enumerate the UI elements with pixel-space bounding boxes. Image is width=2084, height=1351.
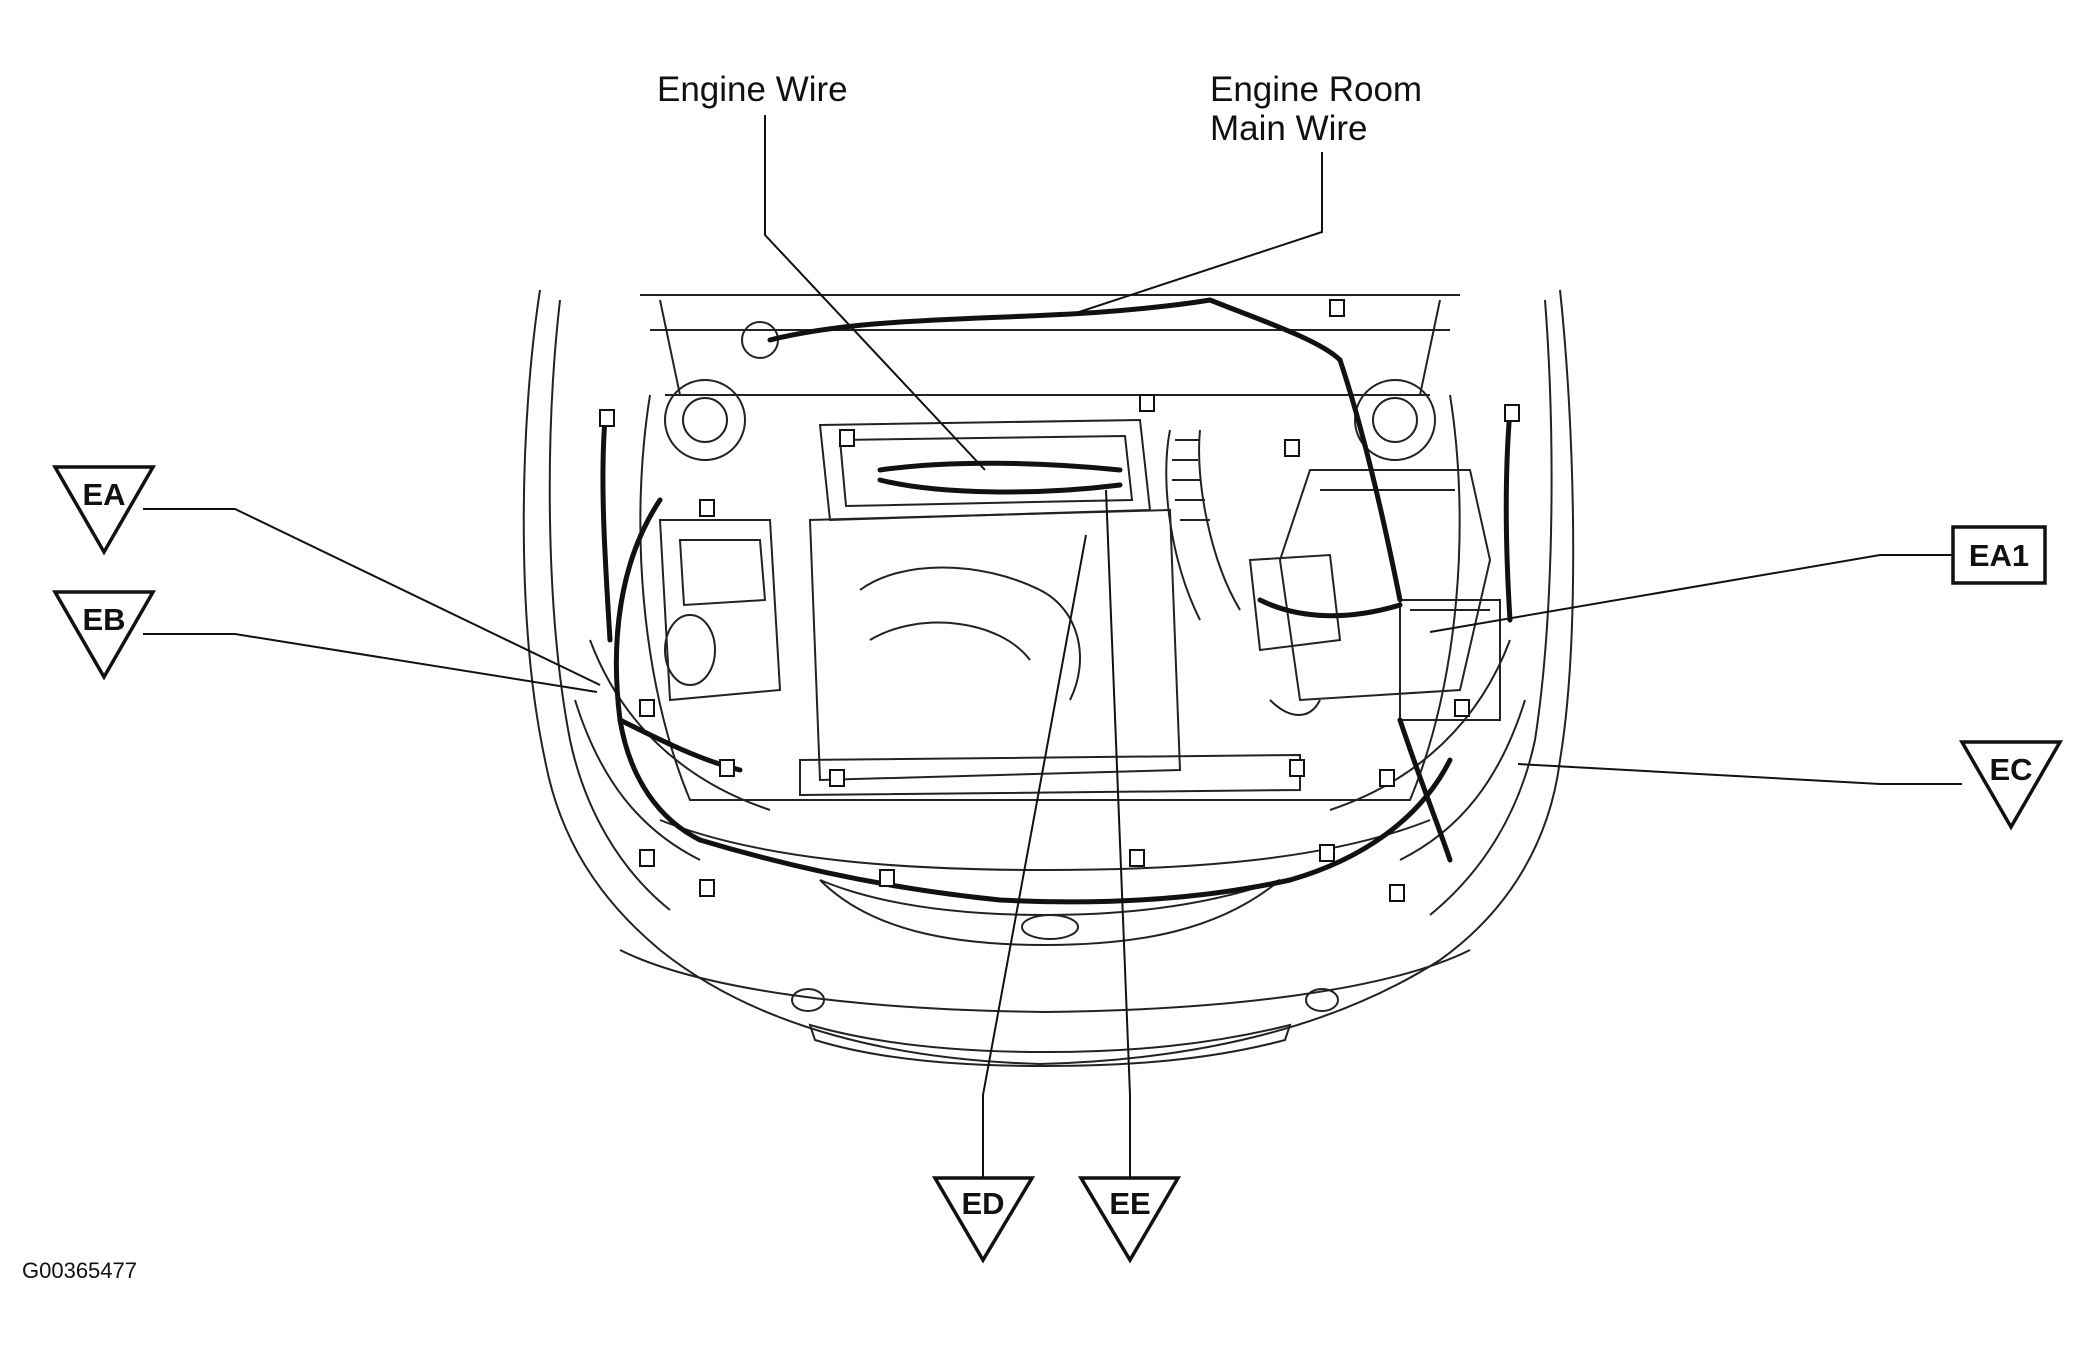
connector-marker-ee: EE xyxy=(1077,1176,1182,1264)
callout-engine-room-line2: Main Wire xyxy=(1210,109,1368,148)
connector-label-ee: EE xyxy=(1109,1186,1150,1221)
leader-ea1 xyxy=(1429,554,1953,633)
callout-engine-wire: Engine Wire xyxy=(657,70,848,109)
leader-ea xyxy=(143,508,601,686)
engine-components xyxy=(658,321,1501,797)
leader-engine-wire xyxy=(764,115,986,471)
connector-label-ed: ED xyxy=(961,1186,1004,1221)
connector-label-ea1: EA1 xyxy=(1969,538,2029,573)
figure-id: G00365477 xyxy=(22,1258,137,1283)
connector-label-ea: EA xyxy=(82,477,125,512)
leader-ed xyxy=(982,534,1087,1178)
leader-ec xyxy=(1517,763,1962,785)
connector-marker-eb: EB xyxy=(51,590,157,681)
harness-connectors xyxy=(599,299,1520,902)
connector-marker-ea: EA xyxy=(51,465,157,556)
connector-label-ec: EC xyxy=(1989,752,2032,787)
connector-marker-ed: ED xyxy=(931,1176,1036,1264)
callout-engine-room-line1: Engine Room xyxy=(1210,70,1423,109)
wire-harnesses xyxy=(600,297,1513,905)
leader-ee xyxy=(1105,489,1131,1178)
car-body-outline xyxy=(522,289,1575,1068)
connector-marker-ec: EC xyxy=(1958,740,2064,831)
leader-engine-room-main-wire xyxy=(1069,152,1323,316)
leader-eb xyxy=(143,633,598,693)
connector-label-eb: EB xyxy=(82,602,125,637)
connector-marker-ea1: EA1 xyxy=(1951,525,2047,585)
leader-lines xyxy=(143,115,1962,1178)
